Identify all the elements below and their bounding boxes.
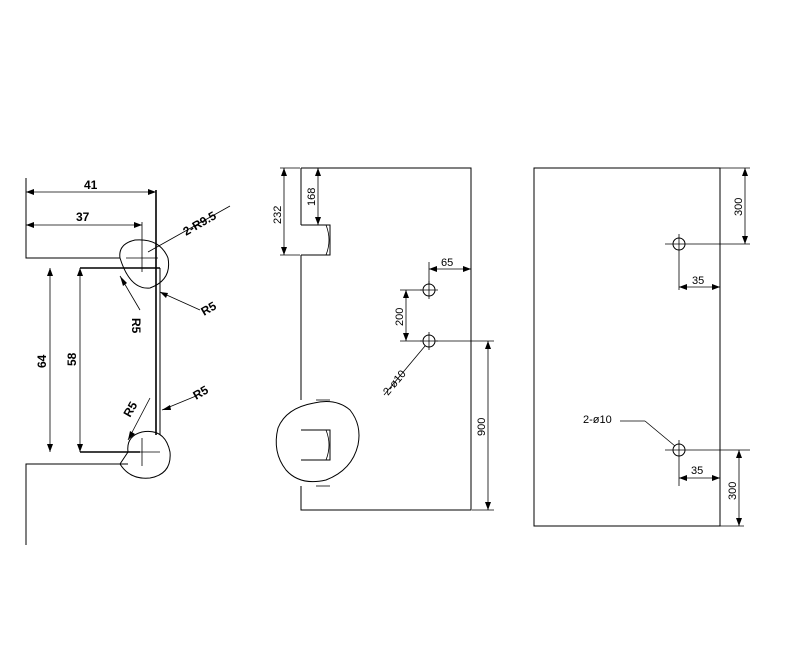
hole-callout-mid: 2-ø10 bbox=[381, 368, 409, 398]
dim-41-label: 41 bbox=[84, 178, 98, 192]
top-notch bbox=[301, 224, 331, 256]
dim-58-label: 58 bbox=[65, 352, 79, 366]
hinge-outline bbox=[25, 178, 161, 545]
r95-label: 2-R9.5 bbox=[181, 208, 219, 238]
dim-37-label: 37 bbox=[76, 210, 90, 224]
r5-label-1: R5 bbox=[129, 318, 143, 334]
r5-label-2: R5 bbox=[199, 299, 220, 319]
bottom-knuckle-arc bbox=[119, 430, 171, 479]
hole-callout-leader-mid bbox=[383, 345, 426, 396]
bottom-slot bbox=[301, 429, 331, 461]
bottom-knuckle-circle bbox=[275, 401, 360, 483]
door-leaf-view: 232 168 65 200 2-ø10 900 bbox=[272, 167, 494, 511]
dim-65-label: 65 bbox=[441, 257, 453, 269]
dim-232-label: 232 bbox=[272, 206, 284, 224]
plate-view: 300 35 2-ø10 35 300 bbox=[533, 167, 750, 527]
plate-outline bbox=[533, 167, 721, 527]
dim-300-bottom-label: 300 bbox=[727, 482, 739, 500]
hinge-profile-view: 41 37 2-R9.5 64 58 R5 R5 R5 bbox=[25, 178, 231, 545]
dim-168-label: 168 bbox=[306, 188, 318, 206]
dim-300-top-label: 300 bbox=[733, 198, 745, 216]
dim-200-label: 200 bbox=[394, 308, 406, 326]
top-knuckle-arc bbox=[119, 239, 170, 289]
r5-label-3: R5 bbox=[120, 399, 140, 420]
dim-35-top-label: 35 bbox=[692, 275, 704, 287]
r95-leader bbox=[147, 205, 231, 253]
dim-900-label: 900 bbox=[476, 418, 488, 436]
dim-35-bottom-label: 35 bbox=[691, 465, 703, 477]
r5-label-4: R5 bbox=[191, 383, 212, 403]
dim-64-label: 64 bbox=[35, 354, 49, 368]
door-leaf-outline bbox=[300, 167, 472, 511]
hole-callout-right: 2-ø10 bbox=[583, 414, 612, 426]
